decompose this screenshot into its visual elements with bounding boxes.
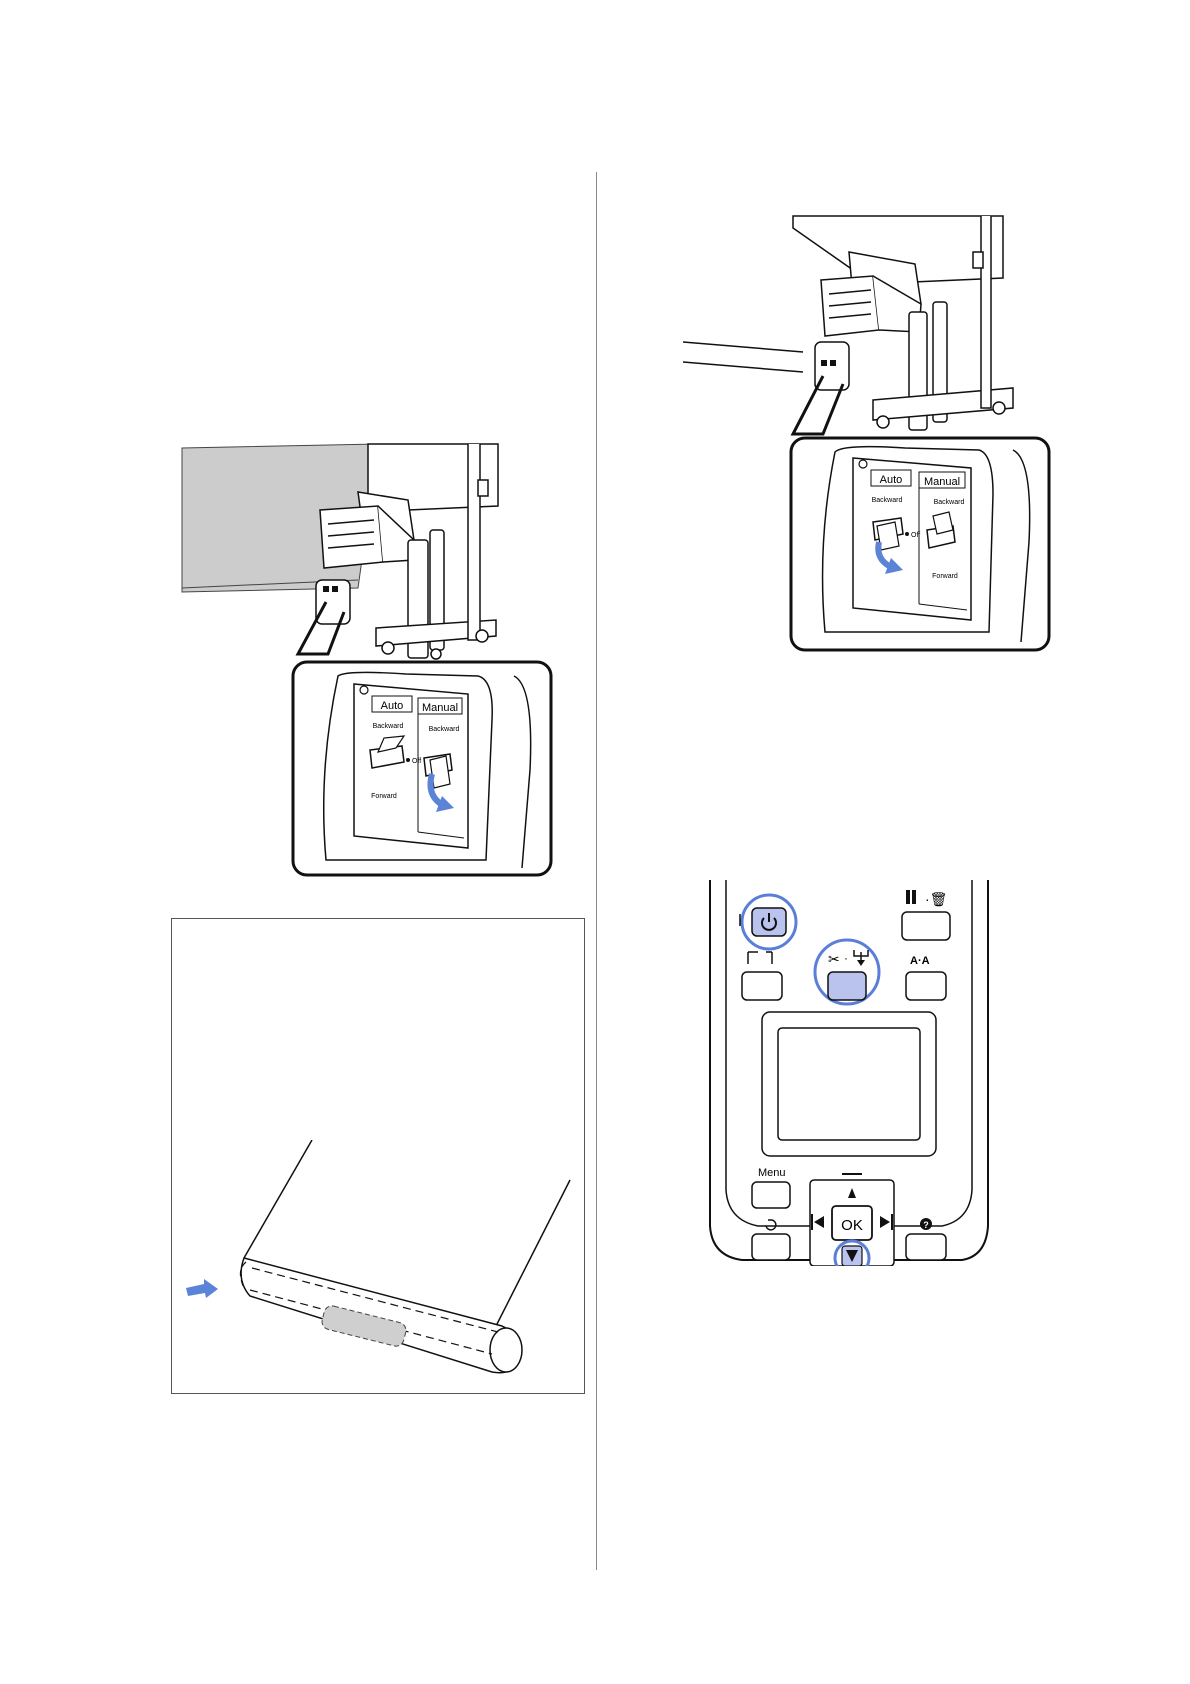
backward-label: Backward	[872, 497, 903, 504]
auto-label: Auto	[381, 700, 404, 712]
auto-label: Auto	[880, 474, 903, 486]
column-divider	[596, 172, 597, 1570]
manual-forward-label: Forward	[932, 573, 958, 580]
menu-button[interactable]: Menu	[752, 1167, 790, 1208]
figure-switch-auto-backward: Auto Backward Off Manual Backward Forwar…	[683, 212, 1063, 657]
figure-switch-manual: Auto Backward Forward Off Manual Backwar…	[178, 440, 558, 885]
figure-control-panel: ·🗑 ✂ · A·A Menu OK	[706, 880, 992, 1266]
aa-icon: A·A	[910, 955, 930, 967]
svg-text:?: ?	[923, 1220, 929, 1230]
forward-label: Forward	[371, 793, 397, 800]
display-screen	[778, 1028, 920, 1140]
direction-arrow-icon	[186, 1279, 218, 1298]
manual-label: Manual	[924, 476, 960, 488]
manual-label: Manual	[422, 702, 458, 714]
svg-text:·: ·	[844, 951, 848, 965]
trash-icon: ·🗑	[925, 891, 947, 907]
manual-backward-label: Backward	[934, 499, 965, 506]
figure-paper-roll	[180, 1140, 580, 1380]
ok-label: OK	[841, 1217, 863, 1234]
pause-cancel-button[interactable]: ·🗑	[902, 890, 950, 940]
manual-backward-label: Backward	[429, 726, 460, 733]
menu-label: Menu	[758, 1167, 786, 1179]
scissors-icon: ✂	[828, 951, 840, 967]
off-label: Off	[412, 758, 421, 765]
backward-label: Backward	[373, 723, 404, 730]
ok-button[interactable]: OK	[832, 1206, 872, 1240]
